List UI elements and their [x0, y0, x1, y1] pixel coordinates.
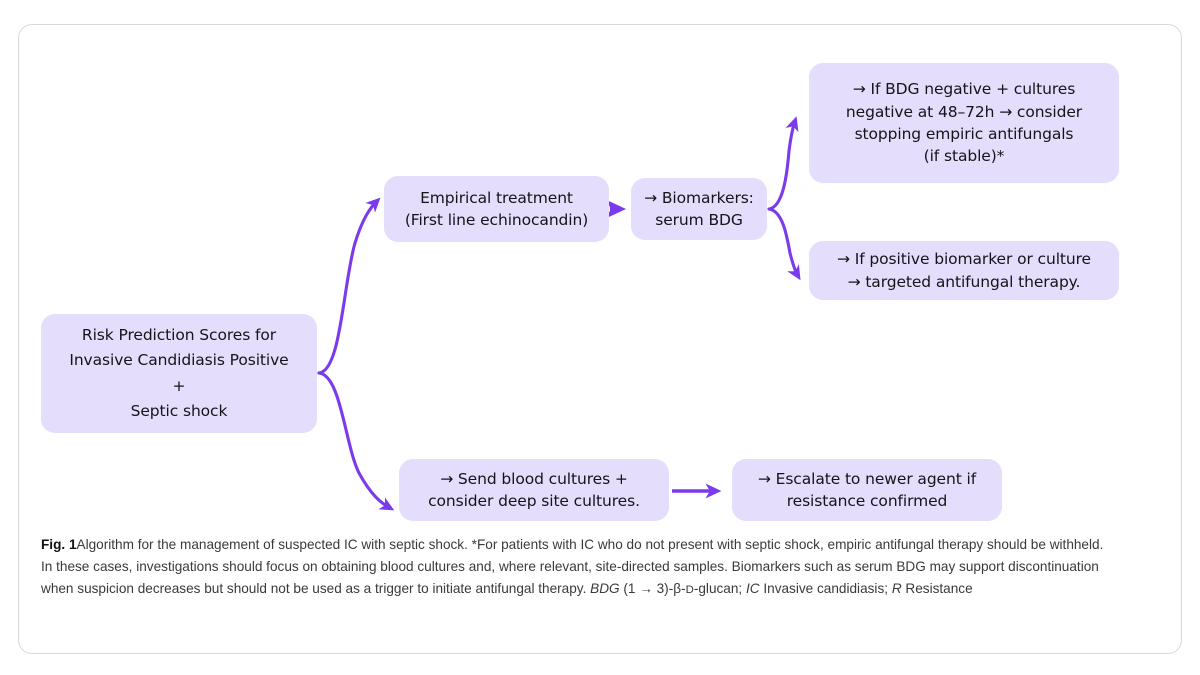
abbr-ic-def: Invasive candidiasis;: [759, 581, 892, 597]
abbr-bdg-def-b: 3)-β-: [652, 581, 686, 597]
abbr-bdg-def-c: -glucan;: [693, 581, 746, 597]
flow-node-risk-prediction[interactable]: Risk Prediction Scores for Invasive Cand…: [41, 314, 317, 433]
abbr-ic: IC: [745, 581, 760, 597]
flow-node-bdg-negative[interactable]: → If BDG negative + cultures negative at…: [809, 63, 1119, 183]
caption-body: Algorithm for the management of suspecte…: [41, 537, 1104, 597]
flow-node-biomarkers[interactable]: → Biomarkers: serum BDG: [631, 178, 767, 240]
figure-label: Fig. 1: [41, 537, 77, 552]
abbr-bdg-arrow: →: [639, 581, 653, 597]
edge-risk-to-cultures: [317, 371, 395, 511]
flow-node-escalate[interactable]: → Escalate to newer agent if resistance …: [732, 459, 1002, 521]
abbr-bdg: BDG: [590, 581, 620, 597]
flow-node-positive-biomarker[interactable]: → If positive biomarker or culture → tar…: [809, 241, 1119, 300]
abbr-r: R: [891, 581, 902, 597]
abbr-r-def: Resistance: [901, 581, 973, 597]
edge-risk-to-empirical: [317, 197, 381, 375]
flow-node-empirical-treatment[interactable]: Empirical treatment (First line echinoca…: [384, 176, 609, 242]
flow-node-send-cultures[interactable]: → Send blood cultures + consider deep si…: [399, 459, 669, 521]
figure-frame: Risk Prediction Scores for Invasive Cand…: [18, 24, 1182, 654]
abbr-bdg-def-a: (1: [619, 581, 640, 597]
flowchart-canvas: Risk Prediction Scores for Invasive Cand…: [19, 25, 1183, 533]
edge-biomarkers-to-bdg-negative: [767, 116, 799, 211]
figure-caption: Fig. 1Algorithm for the management of su…: [41, 534, 1117, 600]
edge-biomarkers-to-positive: [767, 207, 801, 281]
abbr-bdg-def-smallcaps: D: [685, 584, 694, 597]
